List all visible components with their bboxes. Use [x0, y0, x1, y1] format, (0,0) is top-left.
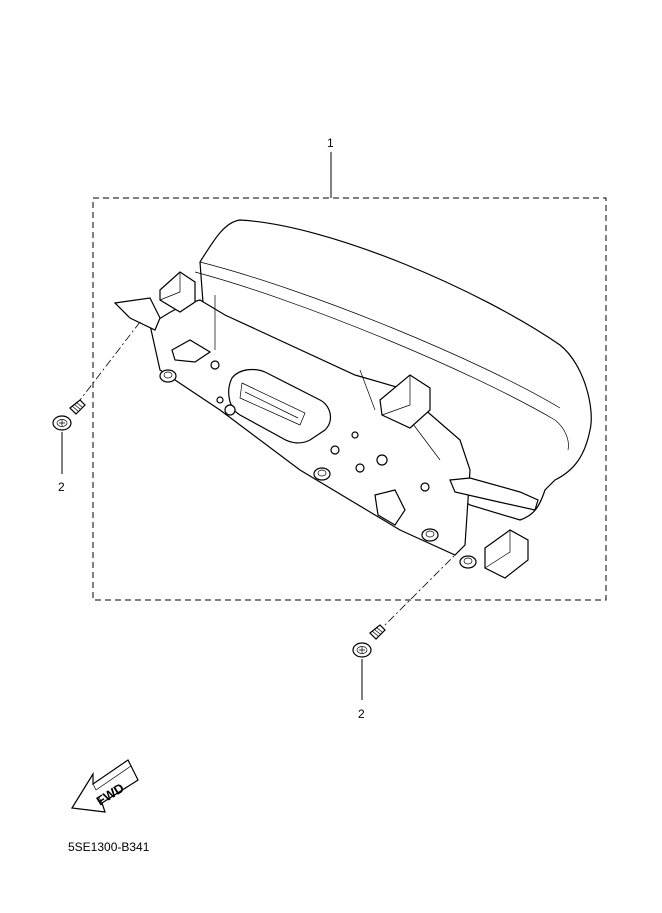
diagram-code: 5SE1300-B341	[68, 840, 150, 854]
alignment-line-right	[384, 547, 463, 626]
assembly-frame	[92, 197, 607, 601]
alignment-line-left	[79, 321, 141, 401]
screw-icon	[52, 399, 86, 431]
callout-2-left-label: 2	[58, 480, 65, 494]
callout-2-right-label: 2	[358, 707, 365, 721]
screw-icon	[352, 624, 386, 658]
callout-1-label: 1	[327, 136, 334, 150]
meter-assembly-icon	[113, 219, 592, 579]
fwd-arrow-icon: FWD	[70, 759, 139, 813]
